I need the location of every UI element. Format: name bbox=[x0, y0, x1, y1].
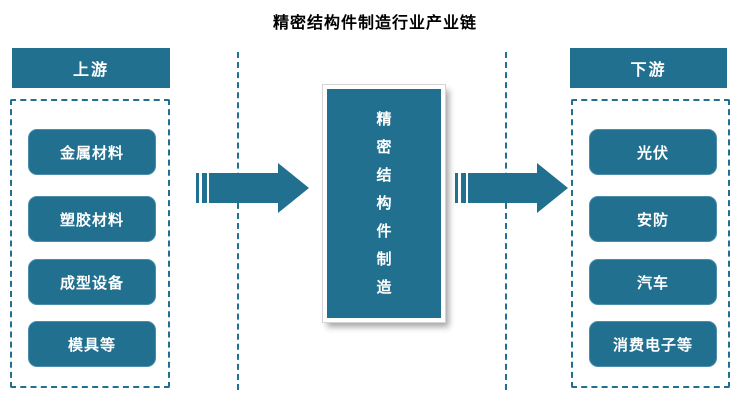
downstream-item-consumer-electronics: 消费电子等 bbox=[589, 321, 717, 367]
core-process-char: 精 bbox=[376, 110, 392, 128]
upstream-item-metal-materials: 金属材料 bbox=[28, 129, 156, 175]
downstream-item-automotive: 汽车 bbox=[589, 259, 717, 305]
upstream-panel: 金属材料 塑胶材料 成型设备 模具等 bbox=[10, 99, 170, 388]
arrow-head-icon bbox=[278, 163, 309, 213]
flow-arrow-core-to-downstream bbox=[455, 163, 568, 213]
core-process-char: 构 bbox=[376, 194, 392, 212]
downstream-item-photovoltaic: 光伏 bbox=[589, 129, 717, 175]
divider-dashed-left bbox=[237, 52, 239, 390]
upstream-item-molds: 模具等 bbox=[28, 321, 156, 367]
downstream-header: 下游 bbox=[570, 48, 727, 88]
flow-arrow-upstream-to-core bbox=[196, 163, 309, 213]
core-process-char: 件 bbox=[376, 222, 392, 240]
downstream-panel: 光伏 安防 汽车 消费电子等 bbox=[571, 99, 730, 388]
upstream-item-molding-equipment: 成型设备 bbox=[28, 259, 156, 305]
arrow-stripe-icon bbox=[202, 173, 207, 203]
core-process-char: 结 bbox=[376, 166, 392, 184]
downstream-item-security: 安防 bbox=[589, 196, 717, 242]
divider-dashed-right bbox=[505, 52, 507, 390]
arrow-stripe-icon bbox=[196, 173, 199, 203]
page-title: 精密结构件制造行业产业链 bbox=[272, 15, 477, 32]
arrow-body bbox=[468, 173, 537, 203]
core-process-char: 造 bbox=[376, 278, 392, 296]
arrow-head-icon bbox=[537, 163, 568, 213]
core-process-char: 制 bbox=[376, 250, 392, 268]
core-process-char: 密 bbox=[376, 138, 392, 156]
arrow-stripe-icon bbox=[461, 173, 466, 203]
core-process-box: 精 密 结 构 件 制 造 bbox=[322, 84, 446, 323]
arrow-stripe-icon bbox=[455, 173, 458, 203]
upstream-item-plastic-materials: 塑胶材料 bbox=[28, 196, 156, 242]
upstream-header: 上游 bbox=[12, 48, 170, 88]
arrow-body bbox=[209, 173, 278, 203]
